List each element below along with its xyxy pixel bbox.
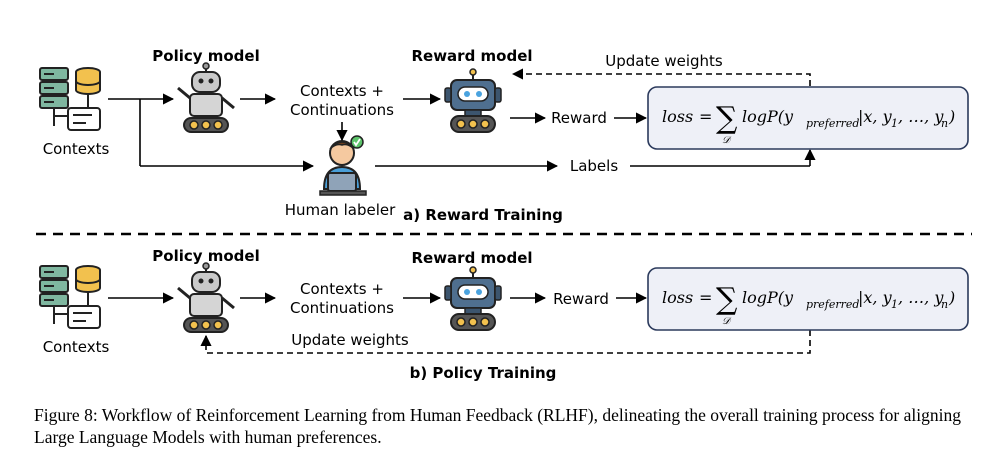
formula-ellipsis: , …, y bbox=[898, 107, 944, 126]
policy-robot-icon bbox=[176, 261, 236, 334]
continuations-label: Continuations bbox=[290, 101, 394, 119]
formula-logp: logP(y bbox=[742, 107, 794, 126]
formula-loss: loss bbox=[662, 288, 693, 307]
reward-model-title: Reward model bbox=[411, 249, 532, 267]
formula-sub-preferred: preferred bbox=[806, 117, 859, 130]
update-weights-label-a: Update weights bbox=[605, 52, 723, 70]
formula-sum: ∑ bbox=[716, 282, 738, 317]
panel-policy-training: Contexts Policy model Contexts + Continu… bbox=[39, 247, 969, 382]
contexts-plus-label: Contexts + bbox=[300, 280, 384, 298]
formula-sub-1: 1 bbox=[891, 117, 898, 130]
loss-formula-a: loss = ∑ 𝒟 logP(y preferred |x, y 1 , …,… bbox=[662, 101, 955, 146]
loss-formula-box-a bbox=[647, 86, 969, 150]
formula-close: ) bbox=[948, 107, 955, 126]
formula-loss: loss bbox=[662, 107, 693, 126]
formula-equals: = bbox=[699, 107, 712, 126]
formula-sub-preferred: preferred bbox=[806, 298, 859, 311]
policy-model-title: Policy model bbox=[152, 47, 259, 65]
continuations-label: Continuations bbox=[290, 299, 394, 317]
reward-robot-icon bbox=[444, 266, 502, 331]
loss-formula-box-b bbox=[647, 267, 969, 331]
contexts-label: Contexts bbox=[43, 338, 110, 356]
arrow-update-weights-policy bbox=[200, 330, 811, 354]
formula-ellipsis: , …, y bbox=[898, 288, 944, 307]
contexts-plus-label: Contexts + bbox=[300, 82, 384, 100]
update-weights-label-b: Update weights bbox=[291, 331, 409, 349]
reward-arrow-label: Reward bbox=[553, 290, 609, 308]
reward-robot-icon bbox=[444, 68, 502, 133]
formula-sub-n: n bbox=[941, 117, 948, 130]
policy-model-title: Policy model bbox=[152, 247, 259, 265]
formula-sum-sub: 𝒟 bbox=[722, 135, 732, 146]
figure-caption: Figure 8: Workflow of Reinforcement Lear… bbox=[34, 405, 961, 447]
reward-arrow-label: Reward bbox=[551, 109, 607, 127]
formula-sum-sub: 𝒟 bbox=[722, 316, 732, 327]
database-server-icon bbox=[39, 265, 101, 329]
section-b-title: b) Policy Training bbox=[410, 364, 557, 382]
checkmark-icon bbox=[350, 135, 364, 149]
human-labeler-label: Human labeler bbox=[285, 201, 396, 219]
policy-robot-icon bbox=[176, 61, 236, 134]
section-a-title: a) Reward Training bbox=[403, 206, 563, 224]
labels-arrow-label: Labels bbox=[570, 157, 618, 175]
formula-args: |x, y bbox=[858, 107, 893, 126]
panel-reward-training: Contexts Policy model Contexts + Continu… bbox=[39, 47, 969, 224]
formula-sum: ∑ bbox=[716, 101, 738, 136]
formula-logp: logP(y bbox=[742, 288, 794, 307]
formula-sub-1: 1 bbox=[891, 298, 898, 311]
reward-model-title: Reward model bbox=[411, 47, 532, 65]
formula-sub-n: n bbox=[941, 298, 948, 311]
formula-equals: = bbox=[699, 288, 712, 307]
formula-close: ) bbox=[948, 288, 955, 307]
arrow-update-weights-reward bbox=[511, 68, 811, 86]
formula-args: |x, y bbox=[858, 288, 893, 307]
database-server-icon bbox=[39, 67, 101, 131]
contexts-label: Contexts bbox=[43, 140, 110, 158]
loss-formula-b: loss = ∑ 𝒟 logP(y preferred |x, y 1 , …,… bbox=[662, 282, 955, 327]
human-labeler-icon bbox=[319, 140, 367, 196]
